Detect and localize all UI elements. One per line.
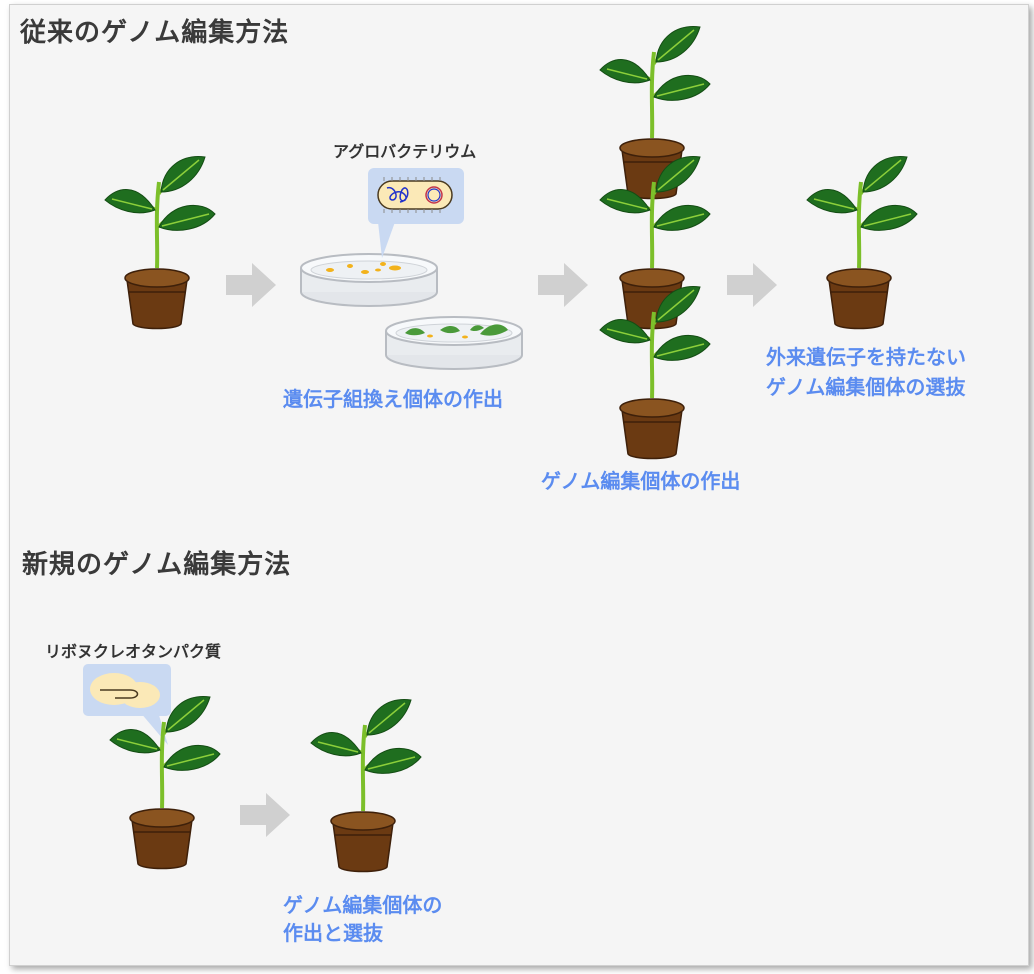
caption-select-line1: 外来遺伝子を持たない [766,345,966,369]
petri-dish-agrobacterium [300,253,438,307]
caption-novel-line2: 作出と選抜 [283,921,383,945]
caption-editing: ゲノム編集個体の作出 [541,469,741,493]
heading-conventional: 従来のゲノム編集方法 [20,18,290,48]
plant-edited-2 [598,154,712,331]
agrobacterium-bubble [368,168,464,258]
plant-source [103,154,217,331]
arrow-3 [727,263,777,307]
heading-novel: 新規のゲノム編集方法 [22,550,292,580]
caption-novel-line1: ゲノム編集個体の [283,893,443,917]
plant-selected [805,154,919,331]
plant-edited-3 [598,284,712,461]
arrow-2 [538,263,588,307]
plant-edited-1 [598,24,712,201]
label-rnp: リボヌクレオタンパク質 [45,642,222,661]
arrow-1 [226,263,276,307]
plant-novel-result [309,697,423,874]
arrow-novel [240,793,290,837]
label-agrobacterium: アグロバクテリウム [333,142,477,161]
rnp-bubble [83,664,171,745]
petri-dish-transgenic [385,316,523,370]
caption-transgenic: 遺伝子組換え個体の作出 [283,387,503,411]
caption-select-line2: ゲノム編集個体の選抜 [766,375,966,399]
plant-novel-source [108,694,222,871]
